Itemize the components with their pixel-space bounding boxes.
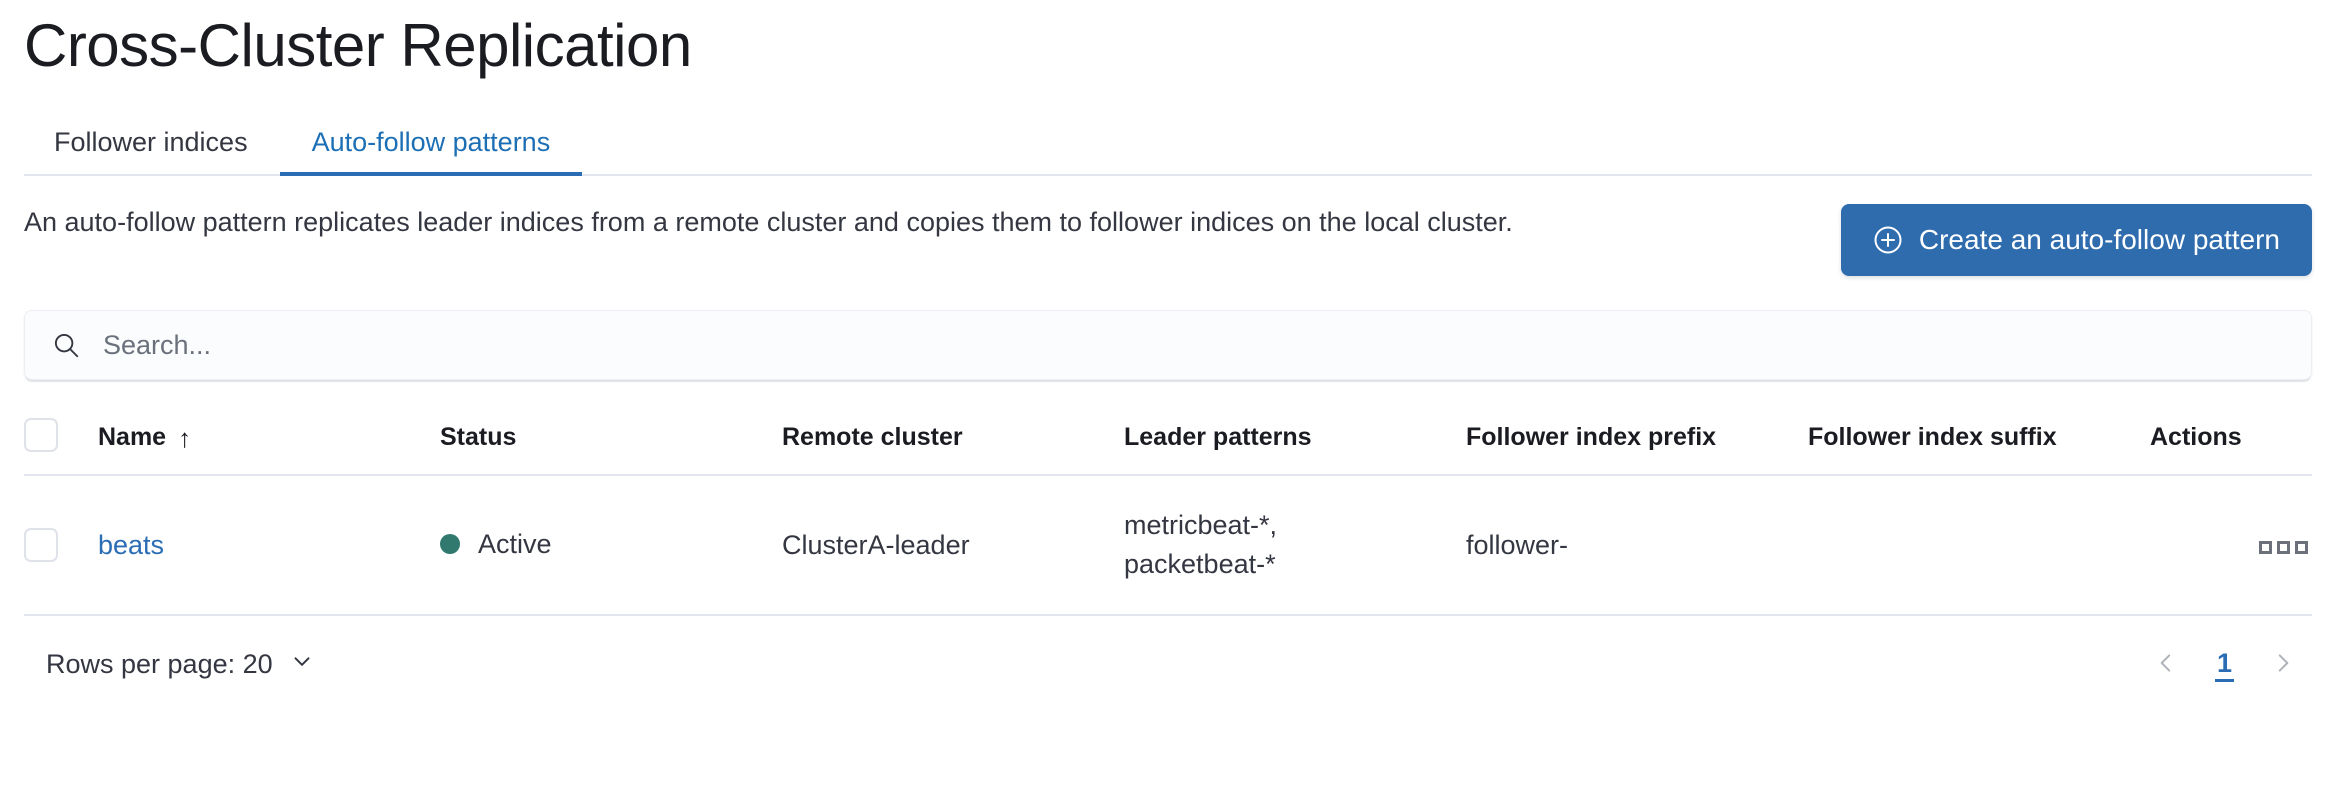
chevron-left-icon — [2153, 650, 2179, 679]
row-checkbox[interactable] — [24, 528, 58, 563]
leader-pattern-item: metricbeat-*, — [1124, 510, 1278, 540]
column-header-status[interactable]: Status — [440, 418, 782, 476]
box-glyph — [2259, 540, 2272, 554]
column-header-name[interactable]: Name ↑ — [98, 418, 440, 476]
tab-auto-follow-patterns[interactable]: Auto-follow patterns — [279, 129, 583, 176]
create-auto-follow-pattern-button[interactable]: Create an auto-follow pattern — [1840, 204, 2312, 276]
row-follower-index-suffix-cell — [1808, 475, 2150, 617]
rows-per-page-selector[interactable]: Rows per page: 20 — [46, 648, 315, 681]
boxes-horizontal-icon[interactable] — [2255, 537, 2312, 558]
column-header-leader-patterns[interactable]: Leader patterns — [1124, 418, 1466, 476]
search-icon — [51, 330, 81, 360]
pagination: 1 — [2147, 646, 2312, 683]
row-actions-cell — [2150, 475, 2312, 617]
chevron-down-icon — [289, 648, 315, 681]
column-header-actions: Actions — [2150, 418, 2312, 476]
row-leader-patterns-cell: metricbeat-*, packetbeat-* — [1124, 475, 1466, 617]
row-select-cell — [24, 475, 98, 617]
sort-ascending-icon: ↑ — [178, 422, 192, 453]
table-row: beats Active ClusterA-leader metricbeat-… — [24, 475, 2312, 617]
column-header-remote-cluster[interactable]: Remote cluster — [782, 418, 1124, 476]
chevron-right-icon — [2270, 650, 2296, 679]
box-glyph — [2295, 540, 2308, 554]
table-footer: Rows per page: 20 1 — [24, 646, 2312, 683]
select-all-header — [24, 418, 98, 476]
tab-follower-indices[interactable]: Follower indices — [24, 129, 280, 174]
row-status-cell: Active — [440, 475, 782, 617]
leader-pattern-item: packetbeat-* — [1124, 549, 1276, 580]
status-dot-icon — [440, 534, 460, 555]
column-header-follower-index-suffix[interactable]: Follower index suffix — [1808, 418, 2150, 476]
pagination-page-1[interactable]: 1 — [2214, 647, 2234, 683]
search-input[interactable] — [103, 329, 2285, 361]
plus-in-circle-icon — [1873, 225, 1903, 255]
column-header-name-label: Name — [98, 423, 167, 451]
row-remote-cluster-cell: ClusterA-leader — [782, 475, 1124, 617]
pagination-next-button[interactable] — [2264, 646, 2302, 683]
page-title: Cross-Cluster Replication — [24, 12, 692, 79]
page-description: An auto-follow pattern replicates leader… — [24, 207, 1513, 237]
box-glyph — [2277, 540, 2290, 554]
row-name-cell: beats — [98, 475, 440, 617]
pagination-previous-button[interactable] — [2147, 646, 2185, 683]
auto-follow-pattern-link[interactable]: beats — [98, 529, 165, 560]
tab-bar: Follower indices Auto-follow patterns — [24, 112, 2312, 176]
select-all-checkbox[interactable] — [24, 418, 58, 452]
create-button-label: Create an auto-follow pattern — [1918, 224, 2280, 255]
column-header-follower-index-prefix[interactable]: Follower index prefix — [1466, 418, 1808, 476]
status-label: Active — [478, 528, 552, 559]
search-bar[interactable] — [24, 310, 2312, 380]
rows-per-page-label: Rows per page: 20 — [46, 649, 273, 680]
auto-follow-patterns-table: Name ↑ Status Remote cluster Leader patt… — [24, 418, 2312, 617]
description-row: An auto-follow pattern replicates leader… — [24, 202, 2312, 276]
row-follower-index-prefix-cell: follower- — [1466, 475, 1808, 617]
table-header-row: Name ↑ Status Remote cluster Leader patt… — [24, 418, 2312, 476]
